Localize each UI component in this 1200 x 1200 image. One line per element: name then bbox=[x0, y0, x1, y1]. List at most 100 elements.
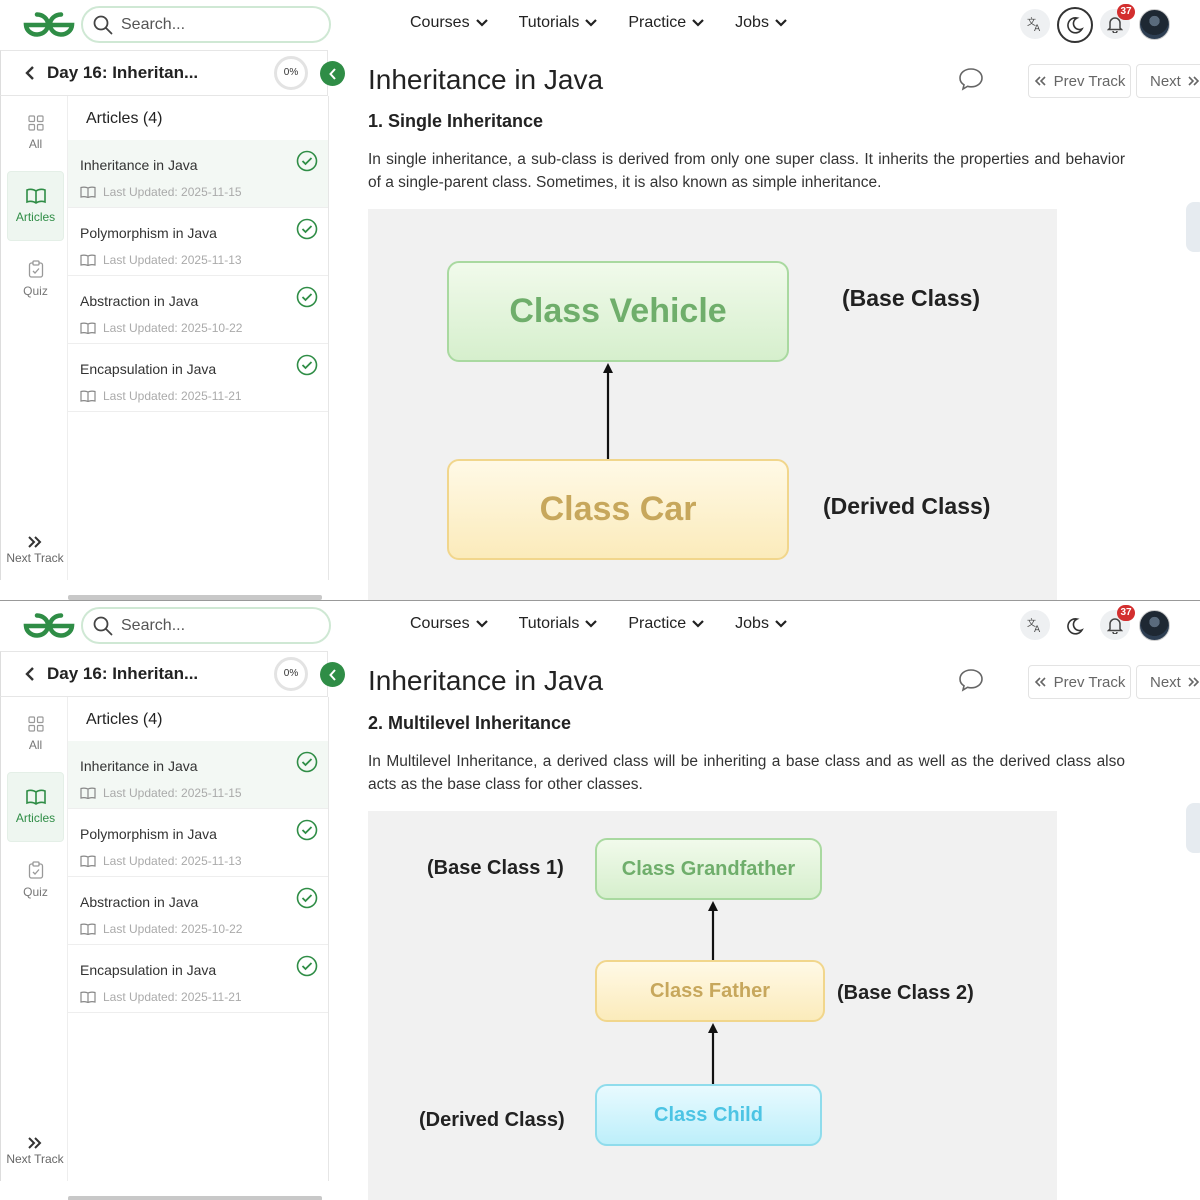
nav-courses[interactable]: Courses bbox=[410, 615, 488, 633]
chevron-down-icon bbox=[692, 19, 704, 27]
search-box[interactable] bbox=[81, 607, 331, 644]
check-circle-icon bbox=[296, 286, 318, 308]
next-button[interactable]: Next bbox=[1136, 665, 1200, 699]
search-icon bbox=[93, 616, 113, 636]
list-item[interactable]: Encapsulation in Java Last Updated: 2025… bbox=[68, 344, 328, 412]
diagram-label: (Base Class) bbox=[842, 285, 981, 311]
chevron-down-icon bbox=[692, 620, 704, 628]
article-title: Polymorphism in Java bbox=[80, 826, 217, 842]
check-circle-icon bbox=[296, 218, 318, 240]
next-track-button[interactable]: Next Track bbox=[5, 536, 65, 565]
list-item[interactable]: Polymorphism in Java Last Updated: 2025-… bbox=[68, 809, 328, 877]
double-chevron-right-icon bbox=[1188, 76, 1199, 86]
chevron-down-icon bbox=[475, 620, 488, 628]
gfg-logo-icon[interactable] bbox=[22, 10, 76, 40]
nav-courses[interactable]: Courses bbox=[410, 14, 488, 32]
collapse-sidebar-button[interactable] bbox=[320, 662, 345, 687]
nav-label: Courses bbox=[410, 615, 470, 632]
nav-practice[interactable]: Practice bbox=[628, 14, 704, 32]
screenshot-frame-2: Courses Tutorials Practice Jobs 文A 37 Da… bbox=[0, 600, 1200, 1200]
article-updated: Last Updated: 2025-10-22 bbox=[80, 321, 242, 335]
inheritance-arrow bbox=[603, 363, 613, 459]
article-title: Encapsulation in Java bbox=[80, 962, 217, 978]
avatar[interactable] bbox=[1139, 610, 1170, 641]
bell-icon bbox=[1107, 16, 1123, 33]
updated-text: Last Updated: 2025-11-13 bbox=[103, 253, 242, 267]
rail-quiz[interactable]: Quiz bbox=[7, 845, 64, 915]
course-header: Day 16: Inheritan... 0% bbox=[0, 651, 328, 697]
section-heading: 2. Multilevel Inheritance bbox=[368, 713, 572, 733]
collapse-sidebar-button[interactable] bbox=[320, 61, 345, 86]
list-item[interactable]: Abstraction in Java Last Updated: 2025-1… bbox=[68, 276, 328, 344]
list-item[interactable]: Abstraction in Java Last Updated: 2025-1… bbox=[68, 877, 328, 945]
prev-track-button[interactable]: Prev Track bbox=[1028, 665, 1131, 699]
comment-icon[interactable] bbox=[958, 668, 984, 692]
next-button[interactable]: Next bbox=[1136, 64, 1200, 98]
rail-articles[interactable]: Articles bbox=[7, 772, 64, 842]
article-title: Polymorphism in Java bbox=[80, 225, 217, 241]
list-item[interactable]: Encapsulation in Java Last Updated: 2025… bbox=[68, 945, 328, 1013]
prev-track-button[interactable]: Prev Track bbox=[1028, 64, 1131, 98]
search-input[interactable] bbox=[121, 14, 321, 36]
chevron-down-icon bbox=[775, 620, 787, 628]
main-nav: Courses Tutorials Practice Jobs bbox=[410, 14, 818, 32]
left-rail: All Articles Quiz Next Track bbox=[0, 96, 68, 580]
clipboard-icon bbox=[28, 260, 43, 278]
next-track-label: Next Track bbox=[6, 1152, 64, 1166]
nav-practice[interactable]: Practice bbox=[628, 615, 704, 633]
progress-indicator: 0% bbox=[274, 657, 308, 691]
next-track-button[interactable]: Next Track bbox=[5, 1137, 65, 1166]
chevron-down-icon bbox=[585, 19, 598, 27]
articles-heading: Articles (4) bbox=[86, 110, 163, 127]
rail-all[interactable]: All bbox=[7, 98, 64, 168]
dark-mode-toggle[interactable] bbox=[1057, 7, 1093, 43]
nav-jobs[interactable]: Jobs bbox=[735, 615, 787, 633]
nav-label: Practice bbox=[628, 615, 687, 632]
nav-jobs[interactable]: Jobs bbox=[735, 14, 787, 32]
moon-icon bbox=[1067, 618, 1084, 635]
book-icon bbox=[80, 855, 96, 867]
search-icon bbox=[93, 15, 113, 35]
rail-quiz[interactable]: Quiz bbox=[7, 244, 64, 314]
inheritance-arrow bbox=[708, 901, 718, 960]
nav-tutorials[interactable]: Tutorials bbox=[519, 615, 598, 633]
comment-icon[interactable] bbox=[958, 67, 984, 91]
diagram-box: Class Child bbox=[595, 1084, 822, 1146]
list-item[interactable]: Polymorphism in Java Last Updated: 2025-… bbox=[68, 208, 328, 276]
gfg-logo-icon[interactable] bbox=[22, 611, 76, 641]
progress-indicator: 0% bbox=[274, 56, 308, 90]
book-icon bbox=[80, 991, 96, 1003]
list-item[interactable]: Inheritance in Java Last Updated: 2025-1… bbox=[68, 741, 328, 809]
rail-all[interactable]: All bbox=[7, 699, 64, 769]
inheritance-arrow bbox=[708, 1023, 718, 1084]
rail-label: Articles bbox=[15, 210, 56, 224]
page-title: Inheritance in Java bbox=[368, 665, 604, 696]
avatar[interactable] bbox=[1139, 9, 1170, 40]
check-circle-icon bbox=[296, 150, 318, 172]
book-icon bbox=[80, 254, 96, 266]
svg-text:A: A bbox=[1034, 24, 1041, 32]
updated-text: Last Updated: 2025-11-15 bbox=[103, 185, 242, 199]
sidebar-scrollbar[interactable] bbox=[68, 1196, 322, 1200]
dark-mode-toggle[interactable] bbox=[1057, 608, 1093, 644]
book-icon bbox=[25, 789, 46, 805]
page-title: Inheritance in Java bbox=[368, 64, 604, 95]
rail-articles[interactable]: Articles bbox=[7, 171, 64, 241]
side-feedback-tab[interactable] bbox=[1186, 803, 1200, 853]
search-input[interactable] bbox=[121, 615, 321, 637]
course-title[interactable]: Day 16: Inheritan... bbox=[47, 664, 199, 683]
nav-label: Jobs bbox=[735, 14, 769, 31]
side-feedback-tab[interactable] bbox=[1186, 202, 1200, 252]
next-track-label: Next Track bbox=[6, 551, 64, 565]
check-circle-icon bbox=[296, 819, 318, 841]
top-header: Courses Tutorials Practice Jobs 文A 37 bbox=[0, 601, 1200, 651]
chevron-left-icon[interactable] bbox=[25, 65, 35, 81]
nav-tutorials[interactable]: Tutorials bbox=[519, 14, 598, 32]
search-box[interactable] bbox=[81, 6, 331, 43]
sidebar-scrollbar[interactable] bbox=[68, 595, 322, 600]
chevron-left-icon[interactable] bbox=[25, 666, 35, 682]
list-item[interactable]: Inheritance in Java Last Updated: 2025-1… bbox=[68, 140, 328, 208]
course-title[interactable]: Day 16: Inheritan... bbox=[47, 63, 199, 82]
